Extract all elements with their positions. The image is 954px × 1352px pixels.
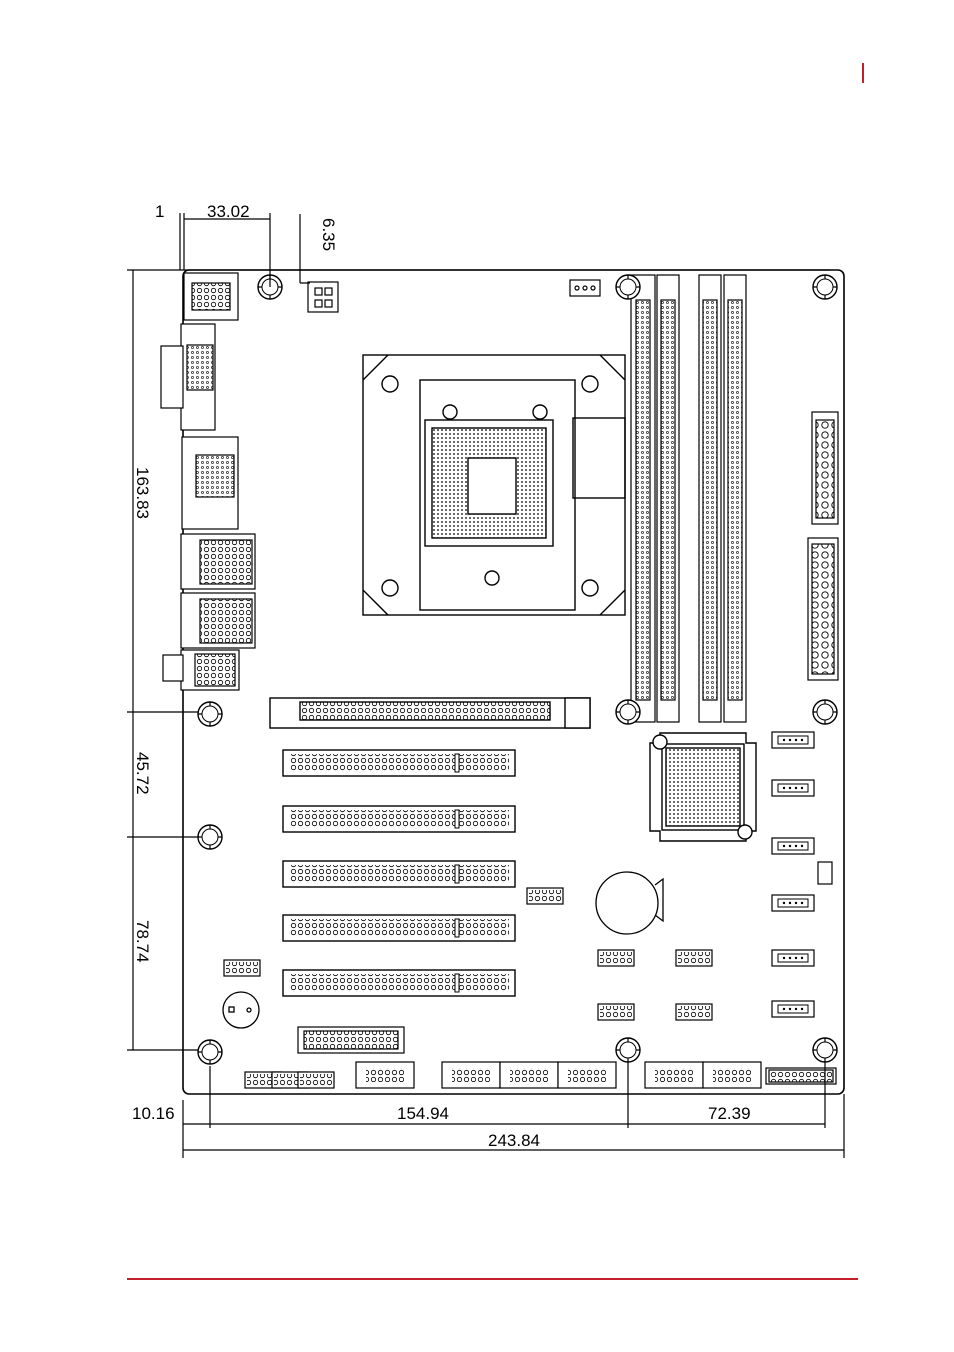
dim-offset-1: 1 bbox=[155, 202, 164, 221]
cpu-socket bbox=[363, 355, 625, 615]
rear-io-panel bbox=[161, 273, 255, 690]
dim-bottom-right: 72.39 bbox=[708, 1104, 751, 1123]
cmos-battery bbox=[596, 872, 663, 934]
pcie-x16-slot bbox=[270, 698, 590, 728]
jumper bbox=[818, 862, 832, 884]
dim-bottom-left: 10.16 bbox=[132, 1104, 175, 1123]
dim-height-lower: 78.74 bbox=[133, 920, 152, 963]
fan-connector bbox=[570, 280, 600, 296]
dim-height-top: 6.35 bbox=[319, 218, 338, 251]
lpt-header bbox=[298, 1027, 404, 1053]
dim-bottom-middle: 154.94 bbox=[397, 1104, 449, 1123]
dimm-slots bbox=[631, 275, 746, 722]
dim-height-middle: 45.72 bbox=[133, 752, 152, 795]
dim-width-top: 33.02 bbox=[207, 202, 250, 221]
bottom-headers bbox=[356, 1062, 761, 1088]
buzzer bbox=[223, 992, 259, 1028]
atx-12v-connector bbox=[308, 282, 338, 312]
sata-connectors bbox=[772, 732, 814, 1017]
dim-height-main: 163.83 bbox=[133, 467, 152, 519]
chipset bbox=[650, 733, 756, 841]
expansion-slots bbox=[283, 750, 515, 996]
dim-bottom-total: 243.84 bbox=[488, 1131, 540, 1150]
atx-power-connector bbox=[808, 412, 838, 680]
